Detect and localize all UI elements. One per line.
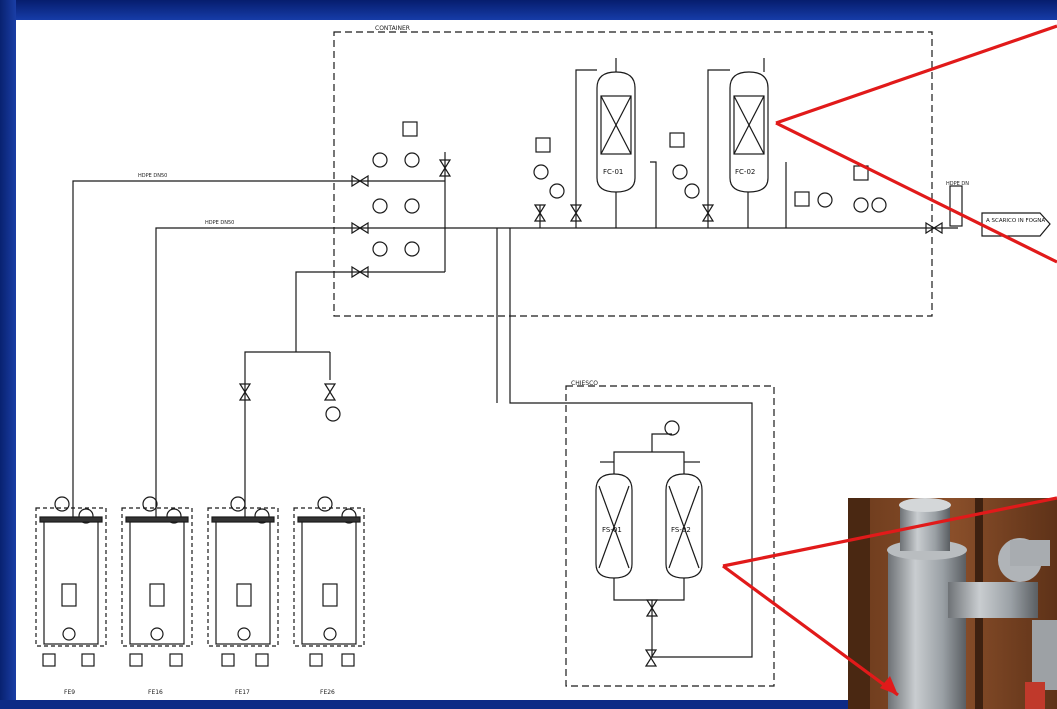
valves [238,159,943,667]
vessel-fs02: FS-02 [665,473,703,579]
instruments [54,152,887,524]
chiesco-piping [600,433,700,657]
tank-fe9-label: FE9 [64,689,75,696]
vessel-fc02: FC-02 [729,58,769,193]
fs02-label: FS-02 [671,526,691,534]
tank-fe26: FE26 [293,507,365,696]
fc01-label: FC-01 [603,168,623,176]
pipe-label-hepe: HDPE DN [946,181,969,187]
discharge-label: A SCARICO IN FOGNA [986,218,1045,224]
process-lines [72,69,958,658]
container-label: CONTAINER [375,25,410,32]
fs01-label: FS-01 [602,526,622,534]
tank-fe16: FE16 [121,507,193,696]
vessel-fs01: FS-01 [595,473,633,579]
pipe-label-top: HDPE DN50 [138,173,167,179]
slide-left-bar [0,0,16,709]
fc02-label: FC-02 [735,168,755,176]
container-boundary [333,31,933,317]
tank-fe26-label: FE26 [320,689,335,696]
callout-arrows [722,24,1057,697]
discharge-outlet: A SCARICO IN FOGNA [981,212,1051,237]
slide-top-bar [0,0,1057,20]
chiesco-label: CHIESCO [571,380,598,387]
tank-fe16-label: FE16 [148,689,163,696]
tank-fe17-label: FE17 [235,689,250,696]
vessel-fc01: FC-01 [596,58,636,193]
equipment-photo [848,498,1057,709]
chiesco-boundary [565,385,775,687]
pipe-label-mid: HDPE DN50 [205,220,234,226]
tank-fe17: FE17 [207,507,279,696]
tank-fe9: FE9 [35,507,107,696]
slide-bottom-bar [0,700,1057,709]
